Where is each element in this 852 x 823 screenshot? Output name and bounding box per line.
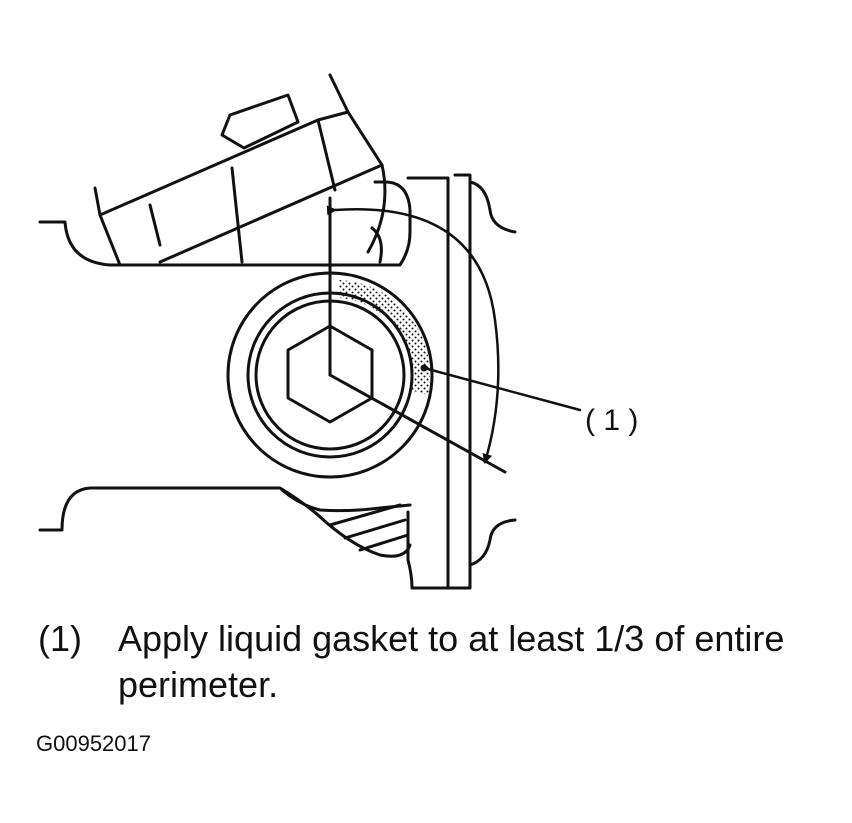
callout-1: ( 1 ) [420,364,638,437]
caption-number: (1) [38,618,82,659]
callout-label: ( 1 ) [585,404,638,437]
angle-indicator [326,196,507,474]
figure-id: G00952017 [36,731,151,756]
rotation-arrow [326,205,500,464]
angled-bracket [93,73,387,267]
housing-outline [38,173,517,590]
gasket-application-diagram: ( 1 ) [38,73,638,590]
caption-text: Apply liquid gasket to at least 1/3 of e… [118,618,785,705]
